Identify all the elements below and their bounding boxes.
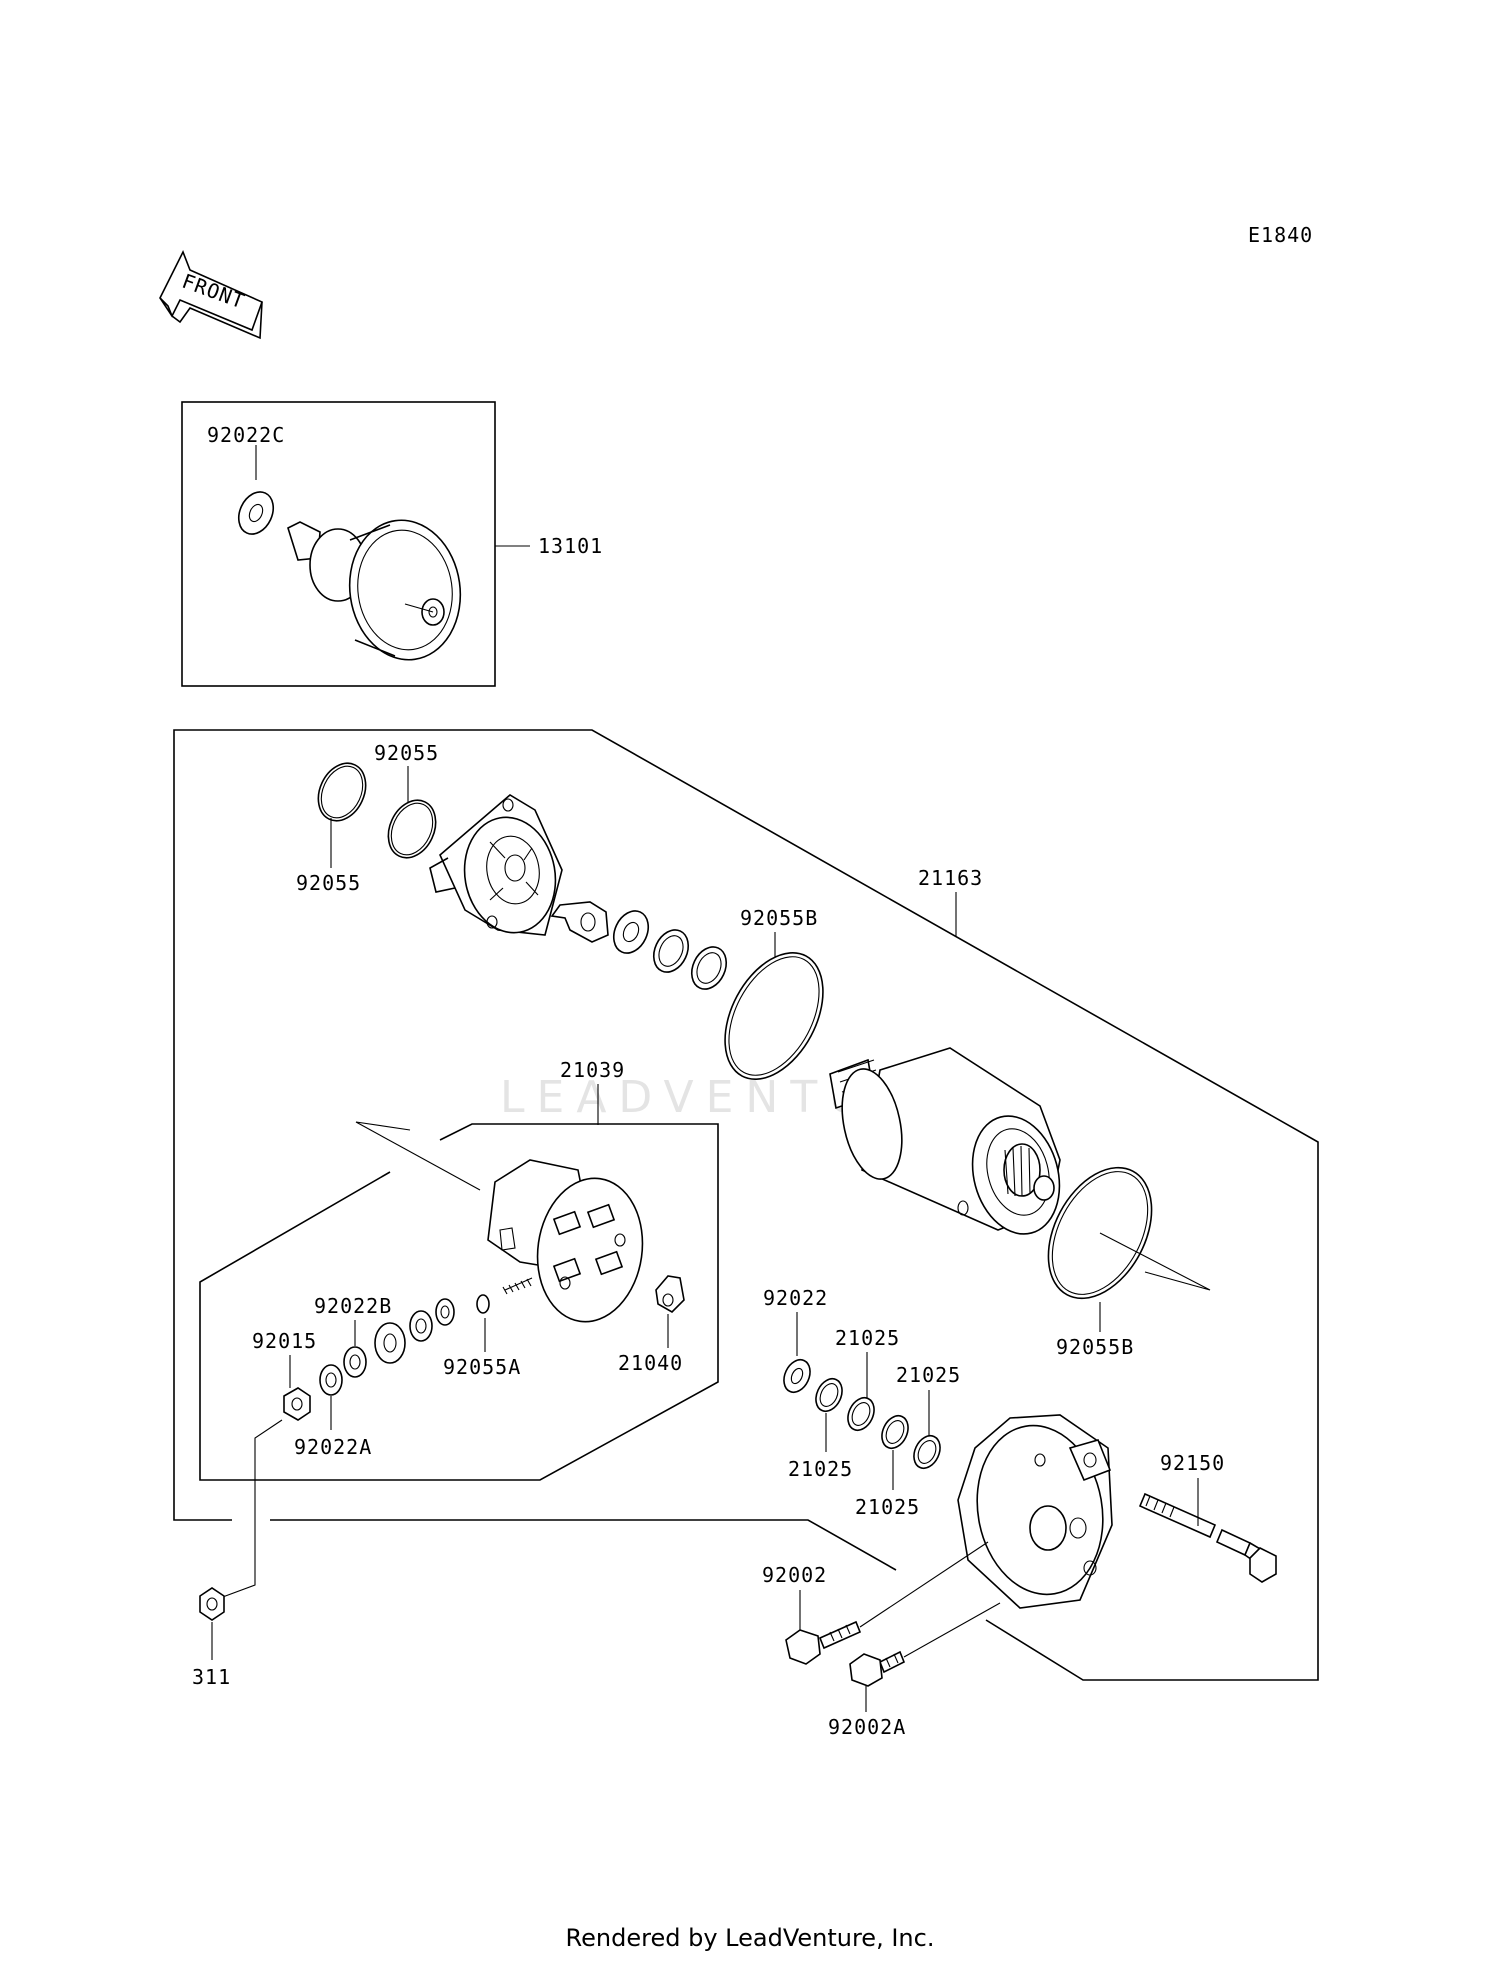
washer-92022A	[319, 1364, 343, 1396]
washer-front-2	[652, 929, 690, 973]
label-92022B: 92022B	[314, 1294, 392, 1318]
washer-92022	[783, 1358, 811, 1394]
nut-311	[199, 1587, 225, 1621]
starter-motor-outline	[173, 729, 1319, 1681]
front-arrow-icon: FRONT	[159, 250, 264, 340]
label-92002: 92002	[762, 1563, 827, 1587]
washer-front-3	[690, 946, 728, 990]
label-92055B-bottom: 92055B	[1056, 1335, 1134, 1359]
label-21163: 21163	[918, 866, 983, 890]
label-92055-top: 92055	[374, 741, 439, 765]
label-92055A: 92055A	[443, 1355, 521, 1379]
shim-21025-b	[847, 1396, 875, 1432]
label-92055-bottom: 92055	[296, 871, 361, 895]
washer-b3	[374, 1322, 406, 1364]
label-92002A: 92002A	[828, 1715, 906, 1739]
rear-cover	[957, 1414, 1113, 1609]
label-92055B-top: 92055B	[740, 906, 818, 930]
label-21025-b: 21025	[896, 1363, 961, 1387]
footer-credit: Rendered by LeadVenture, Inc.	[565, 1924, 935, 1952]
washer-b1	[435, 1298, 455, 1326]
bolt-92150	[1138, 1492, 1277, 1583]
label-92015: 92015	[252, 1329, 317, 1353]
o-ring-92055-b	[387, 799, 437, 859]
label-13101: 13101	[538, 534, 603, 558]
washer-92022C	[237, 491, 275, 535]
label-92022C: 92022C	[207, 423, 285, 447]
o-ring-92055B-front	[724, 952, 824, 1080]
label-21025-c: 21025	[788, 1457, 853, 1481]
diagram-code: E1840	[1248, 223, 1313, 247]
label-92022: 92022	[763, 1286, 828, 1310]
label-92022A: 92022A	[294, 1435, 372, 1459]
label-21039: 21039	[560, 1058, 625, 1082]
label-311: 311	[192, 1665, 231, 1689]
brush-holder-outline	[199, 1123, 719, 1481]
washer-b2	[409, 1310, 433, 1342]
spring	[502, 1277, 533, 1295]
shim-21025-c	[881, 1414, 909, 1450]
starter-clutch-13101	[287, 519, 462, 661]
shim-21025-d	[913, 1434, 941, 1470]
label-21025-d: 21025	[855, 1495, 920, 1519]
nut-92015	[283, 1387, 311, 1421]
clutch-assembly-box	[181, 401, 496, 687]
motor-yoke	[829, 1047, 1061, 1235]
terminal-21040	[655, 1275, 685, 1313]
label-92150: 92150	[1160, 1451, 1225, 1475]
bolt-92002	[785, 1620, 862, 1665]
label-21025-a: 21025	[835, 1326, 900, 1350]
washer-front-1	[612, 910, 650, 954]
o-ring-92055-a	[317, 762, 367, 822]
bolt-92002A	[849, 1650, 906, 1687]
brush-holder-21039	[487, 1159, 644, 1323]
front-cover	[429, 794, 563, 936]
washer-92022B	[343, 1346, 367, 1378]
label-21040: 21040	[618, 1351, 683, 1375]
shim-21025-a	[815, 1377, 843, 1413]
o-ring-92055A	[476, 1294, 490, 1314]
lock-plate	[550, 901, 609, 943]
